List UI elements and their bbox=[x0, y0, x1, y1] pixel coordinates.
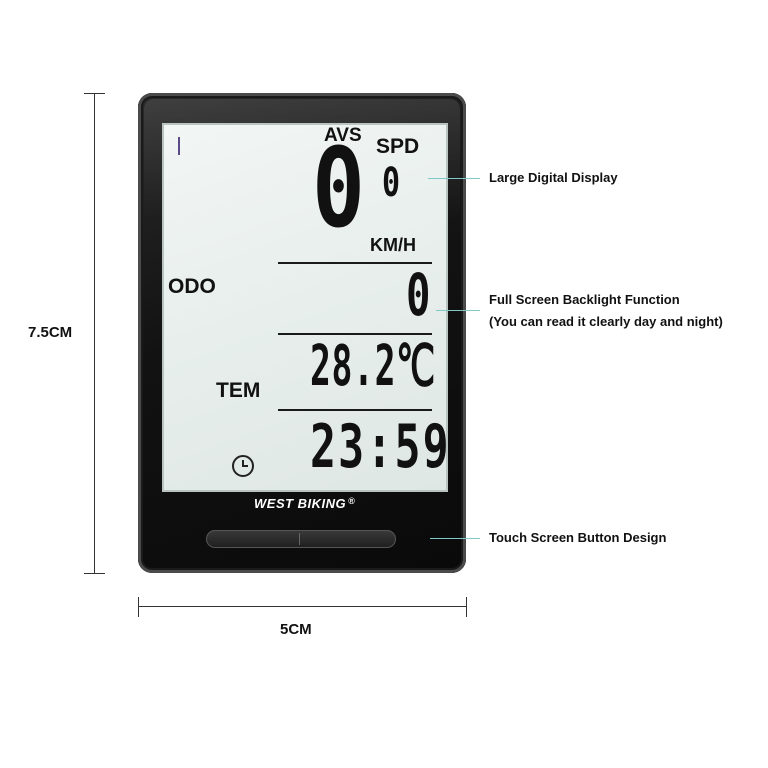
width-dimension-label: 5CM bbox=[280, 621, 312, 638]
bike-computer-device: AVS SPD 0 0 KM/H ODO 0 TEM 28.2℃ 23:59 W… bbox=[138, 93, 466, 573]
width-dimension-line bbox=[138, 606, 466, 607]
avs-label: AVS bbox=[324, 125, 362, 146]
width-dimension-left-tick bbox=[138, 597, 139, 617]
touch-button[interactable] bbox=[206, 530, 396, 548]
tem-label: TEM bbox=[216, 379, 261, 402]
temperature-value: 28.2℃ bbox=[310, 334, 436, 399]
callout-backlight-title: Full Screen Backlight Function bbox=[489, 292, 680, 307]
callout-line-backlight bbox=[436, 310, 480, 311]
speed-decimal: 0 bbox=[382, 160, 402, 206]
lcd-screen: AVS SPD 0 0 KM/H ODO 0 TEM 28.2℃ 23:59 bbox=[162, 123, 451, 492]
touch-button-divider bbox=[299, 533, 300, 545]
height-dimension-line bbox=[94, 93, 95, 573]
divider-speed-odo bbox=[278, 262, 432, 264]
odo-value: 0 bbox=[406, 261, 432, 329]
callout-line-display bbox=[428, 178, 480, 179]
signal-indicator-icon bbox=[178, 137, 180, 155]
speed-unit: KM/H bbox=[370, 235, 416, 255]
height-dimension-top-tick bbox=[84, 93, 105, 94]
clock-icon bbox=[232, 455, 254, 477]
callout-line-touch bbox=[430, 538, 480, 539]
registered-mark: ® bbox=[348, 496, 356, 506]
speed-value: 0 bbox=[312, 124, 367, 252]
spd-label: SPD bbox=[376, 135, 420, 158]
callout-backlight-subtitle: (You can read it clearly day and night) bbox=[489, 314, 723, 329]
divider-tem-time bbox=[278, 409, 432, 411]
brand-logo: WEST BIKING® bbox=[254, 496, 355, 511]
width-dimension-right-tick bbox=[466, 597, 467, 617]
brand-name: WEST BIKING bbox=[254, 496, 347, 511]
divider-odo-tem bbox=[278, 333, 432, 335]
odo-label: ODO bbox=[168, 275, 216, 298]
callout-touch-button: Touch Screen Button Design bbox=[489, 530, 667, 545]
callout-large-display: Large Digital Display bbox=[489, 170, 618, 185]
height-dimension-bottom-tick bbox=[84, 573, 105, 574]
height-dimension-label: 7.5CM bbox=[28, 324, 73, 341]
time-value: 23:59 bbox=[310, 412, 451, 482]
